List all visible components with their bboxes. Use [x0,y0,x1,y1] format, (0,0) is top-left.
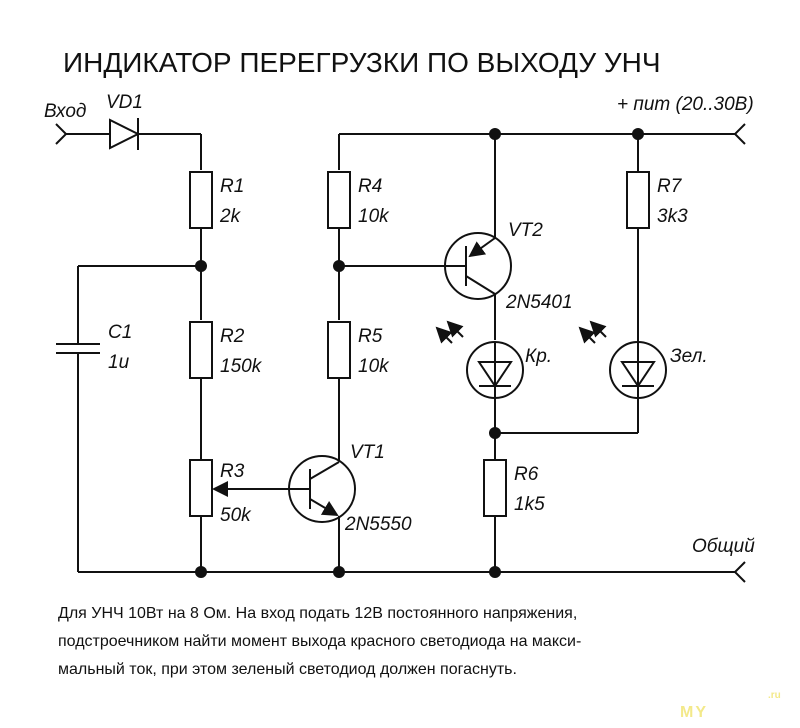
vt2-model: 2N5401 [505,292,573,313]
c1-ref: C1 [108,322,132,343]
r7-ref: R7 [657,176,683,197]
junction-dot [489,427,501,439]
diode-vd1: VD1 [106,92,202,170]
r6-ref: R6 [514,464,539,485]
ground-label: Общий [692,536,755,557]
vt1-ref: VT1 [350,442,385,463]
resistor-r2: R2 150k [189,321,263,379]
r5-value: 10k [358,356,390,377]
ground-rail: Общий [78,536,755,583]
supply-rail: + пит (20..30В) [338,94,754,170]
resistor-r1: R1 2k [189,171,244,229]
junction-dot [333,260,345,272]
r2-ref: R2 [220,326,245,347]
input-terminal: Вход [44,101,110,145]
r3-value: 50k [220,505,252,526]
resistor-r6: R6 1k5 [483,459,545,517]
supply-label: + пит (20..30В) [617,94,754,115]
input-label: Вход [44,101,86,122]
note-line: мальный ток, при этом зеленый светодиод … [58,661,517,678]
watermark-suffix: .ru [768,690,781,701]
r3-ref: R3 [220,461,245,482]
vd1-label: VD1 [106,92,143,113]
vt2-ref: VT2 [508,220,543,241]
schematic-title: ИНДИКАТОР ПЕРЕГРУЗКИ ПО ВЫХОДУ УНЧ [63,47,661,78]
resistor-r5: R5 10k [327,321,390,379]
note-line: подстроечником найти момент выхода красн… [58,633,582,650]
junction-dot [195,260,207,272]
led-green-label: Зел. [670,346,708,367]
transistor-vt1: VT1 2N5550 [288,442,412,572]
r1-ref: R1 [220,176,244,197]
r5-ref: R5 [358,326,383,347]
resistor-r4: R4 10k [327,171,390,229]
vt1-model: 2N5550 [344,514,412,535]
c1-value: 1u [108,352,130,373]
resistor-r7: R7 3k3 [626,171,688,229]
instruction-note: Для УНЧ 10Вт на 8 Ом. На вход подать 12В… [58,600,758,684]
led-red-label: Кр. [525,346,552,367]
led-red: Кр. [435,320,552,399]
r7-value: 3k3 [657,206,688,227]
r1-value: 2k [219,206,242,227]
capacitor-c1: C1 1u [56,266,132,572]
led-green: Зел. [578,320,708,399]
transistor-vt2: VT2 2N5401 [444,134,573,340]
trimmer-r3: R3 50k [189,459,290,526]
watermark-logo: MY [680,704,708,721]
note-line: Для УНЧ 10Вт на 8 Ом. На вход подать 12В… [58,605,578,622]
r6-value: 1k5 [514,494,545,515]
r4-ref: R4 [358,176,382,197]
r2-value: 150k [220,356,263,377]
r4-value: 10k [358,206,390,227]
